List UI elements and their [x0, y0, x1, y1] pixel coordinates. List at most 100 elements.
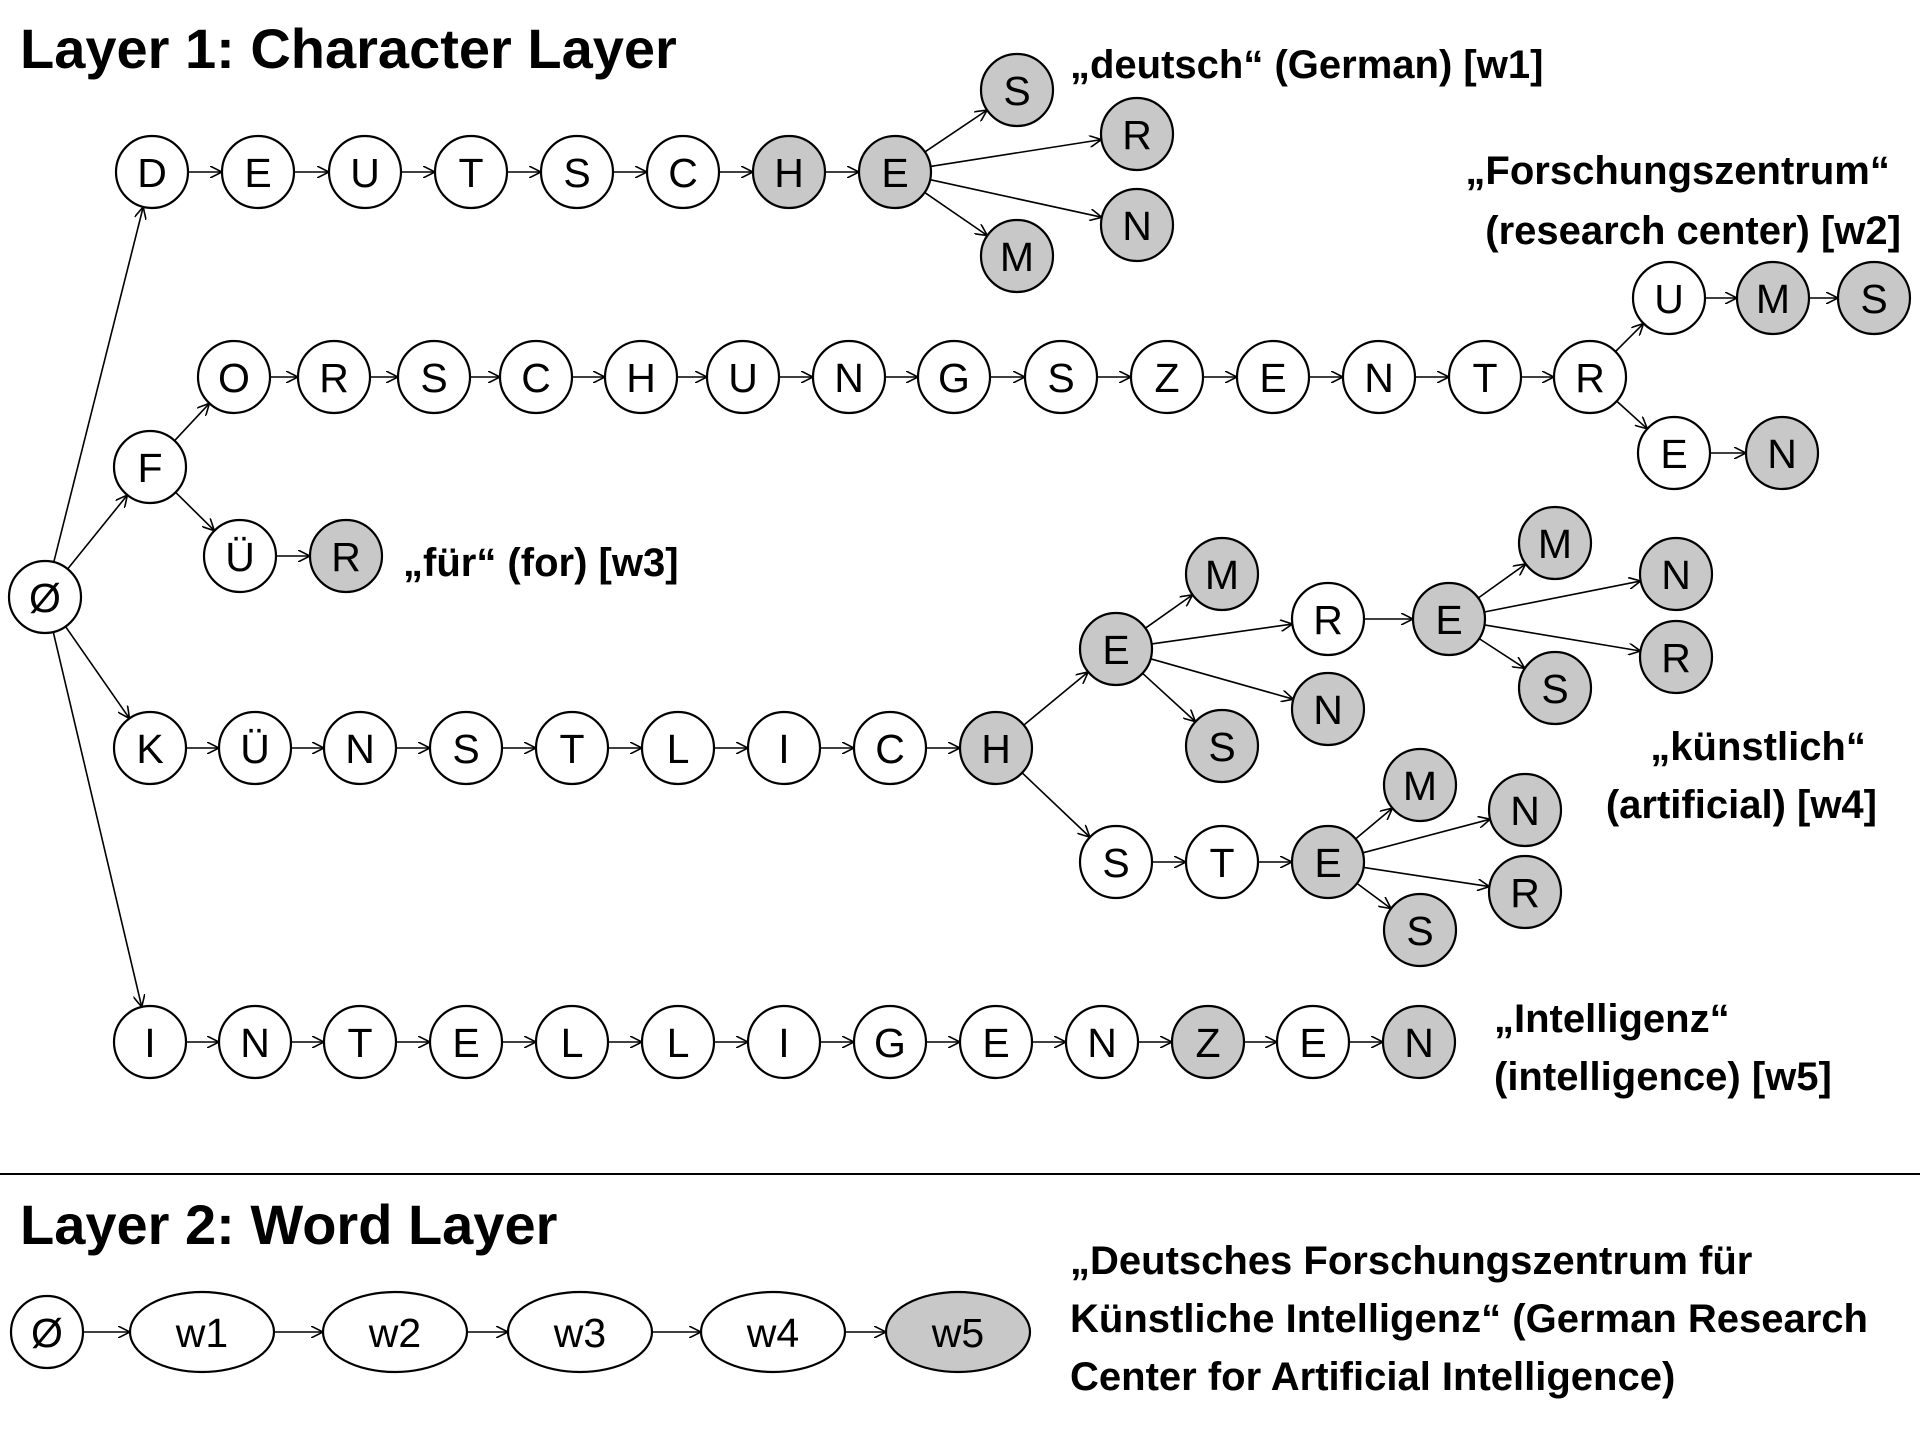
layer2-annotation: „Deutsches Forschungszentrum für Künstli…	[1070, 1239, 1879, 1399]
node-circle	[603, 339, 679, 415]
trie-edge	[53, 208, 143, 563]
trie-node-k7: I	[746, 710, 822, 786]
node-label: E	[982, 1020, 1009, 1066]
trie-edge	[1021, 772, 1089, 837]
node-circle	[1744, 415, 1820, 491]
trie-edge	[1363, 866, 1489, 886]
node-label: I	[778, 1020, 789, 1066]
trie-edge	[1484, 624, 1640, 651]
trie-edge	[924, 111, 986, 153]
trie-node-k2: Ü	[217, 710, 293, 786]
word-node-2: w2	[321, 1290, 469, 1374]
trie-node-i12: E	[1275, 1004, 1351, 1080]
word-node-label: w3	[553, 1310, 606, 1356]
trie-node-kEREM: M	[1517, 505, 1593, 581]
node-circle	[1382, 892, 1458, 968]
trie-node-k9: H	[958, 710, 1034, 786]
node-label: E	[1102, 627, 1129, 673]
node-label: U	[350, 150, 380, 196]
node-label: N	[1510, 788, 1540, 834]
trie-node-i10: N	[1064, 1004, 1140, 1080]
node-label: S	[1541, 666, 1568, 712]
annotation-w4: „künstlich“ (artificial) [w4]	[1606, 725, 1877, 827]
word-node-shape	[321, 1290, 469, 1374]
trie-node-d8: E	[857, 134, 933, 210]
node-label: R	[1510, 870, 1540, 916]
node-circle	[1487, 854, 1563, 930]
trie-edge	[924, 191, 987, 235]
node-circle	[857, 134, 933, 210]
node-label: R	[319, 355, 349, 401]
node-label: E	[1435, 597, 1462, 643]
node-circle	[852, 1004, 928, 1080]
trie-node-dM: M	[979, 218, 1055, 294]
trie-node-f9: S	[1023, 339, 1099, 415]
trie-node-kS: S	[1078, 824, 1154, 900]
node-label: G	[874, 1020, 906, 1066]
trie-node-i2: N	[217, 1004, 293, 1080]
layer2-title: Layer 2: Word Layer	[20, 1193, 557, 1256]
trie-edge	[1355, 809, 1392, 840]
node-label: M	[1000, 234, 1034, 280]
node-label: Ü	[225, 534, 255, 580]
node-label: N	[1404, 1020, 1434, 1066]
trie-edge	[64, 626, 129, 718]
trie-node-i4: E	[428, 1004, 504, 1080]
word-node-shape	[128, 1290, 276, 1374]
trie-node-f14: R	[1552, 339, 1628, 415]
node-circle	[1129, 339, 1205, 415]
node-label: Z	[1195, 1020, 1220, 1066]
word-node-3: w3	[506, 1290, 654, 1374]
layer2-annotation-line: „Deutsches Forschungszentrum für	[1070, 1239, 1752, 1283]
trie-node-kSTE: E	[1290, 824, 1366, 900]
trie-node-kSTEM: M	[1382, 747, 1458, 823]
node-circle	[498, 339, 574, 415]
word-node-0: Ø	[9, 1294, 85, 1370]
node-circle	[1099, 187, 1175, 263]
trie-node-d7: H	[751, 134, 827, 210]
node-circle	[640, 710, 716, 786]
node-label: S	[452, 726, 479, 772]
trie-node-i5: L	[534, 1004, 610, 1080]
trie-edge	[52, 631, 141, 1006]
node-label: M	[1538, 521, 1572, 567]
node-label: H	[626, 355, 656, 401]
node-circle	[1487, 772, 1563, 848]
trie-node-k3: N	[322, 710, 398, 786]
trie-edge	[930, 140, 1101, 168]
node-label: O	[218, 355, 250, 401]
trie-edge	[1151, 624, 1292, 645]
trie-edge	[1362, 819, 1489, 854]
annotation-w3-line: „für“ (for) [w3]	[403, 541, 679, 585]
node-label: R	[1122, 112, 1152, 158]
trie-node-kEREN: N	[1638, 536, 1714, 612]
node-label: S	[563, 150, 590, 196]
trie-node-kERES: S	[1517, 650, 1593, 726]
trie-node-dN: N	[1099, 187, 1175, 263]
annotation-w5: „Intelligenz“ (intelligence) [w5]	[1494, 997, 1832, 1099]
trie-node-kERER: R	[1638, 619, 1714, 695]
node-label: E	[1660, 431, 1687, 477]
node-circle	[1290, 671, 1366, 747]
word-node-5: w5	[884, 1290, 1032, 1374]
node-label: T	[1472, 355, 1497, 401]
trie-node-f3: S	[396, 339, 472, 415]
trie-edge	[1356, 882, 1390, 908]
word-node-label: w1	[175, 1310, 228, 1356]
node-label: I	[144, 1020, 155, 1066]
node-label: N	[1767, 431, 1797, 477]
node-label: L	[667, 1020, 690, 1066]
node-circle	[1411, 581, 1487, 657]
node-label: T	[1209, 840, 1234, 886]
word-node-4: w4	[699, 1290, 847, 1374]
trie-node-d2: E	[220, 134, 296, 210]
annotation-w1: „deutsch“ (German) [w1]	[1070, 43, 1543, 87]
node-label: R	[331, 534, 361, 580]
node-circle	[852, 710, 928, 786]
trie-node-d3: U	[327, 134, 403, 210]
node-circle	[1290, 581, 1366, 657]
trie-edge	[1144, 595, 1191, 629]
node-circle	[1638, 619, 1714, 695]
word-node-label: w5	[931, 1310, 984, 1356]
